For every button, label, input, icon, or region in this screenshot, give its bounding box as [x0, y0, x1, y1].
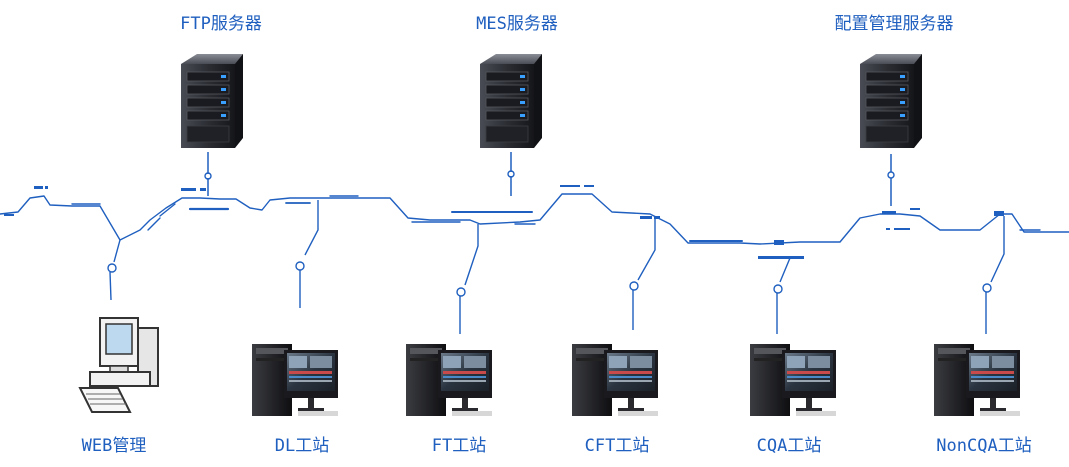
ftp-server-icon: [180, 53, 244, 149]
config-server-icon: [859, 53, 923, 149]
web-management-label: WEB管理: [81, 436, 147, 456]
web-pc-icon: [79, 317, 159, 413]
config-server-label: 配置管理服务器: [834, 14, 954, 34]
mes-server-icon: [479, 53, 543, 149]
cft-workstation-icon: [572, 344, 658, 416]
cqa-station-label: CQA工站: [756, 436, 822, 456]
dl-workstation-icon: [252, 344, 338, 416]
ft-station-label: FT工站: [431, 436, 487, 456]
mes-server-label: MES服务器: [476, 14, 558, 34]
terminal-links: [107, 200, 1005, 334]
cqa-workstation-icon: [750, 344, 836, 416]
network-bus: [0, 193, 1069, 245]
noncqa-workstation-icon: [934, 344, 1020, 416]
cft-station-label: CFT工站: [584, 436, 650, 456]
noncqa-station-label: NonCQA工站: [936, 436, 1032, 456]
ftp-server-label: FTP服务器: [180, 14, 262, 34]
ft-workstation-icon: [406, 344, 492, 416]
server-links: [207, 152, 892, 206]
bus-accents: [4, 185, 1004, 259]
dl-station-label: DL工站: [274, 436, 330, 456]
